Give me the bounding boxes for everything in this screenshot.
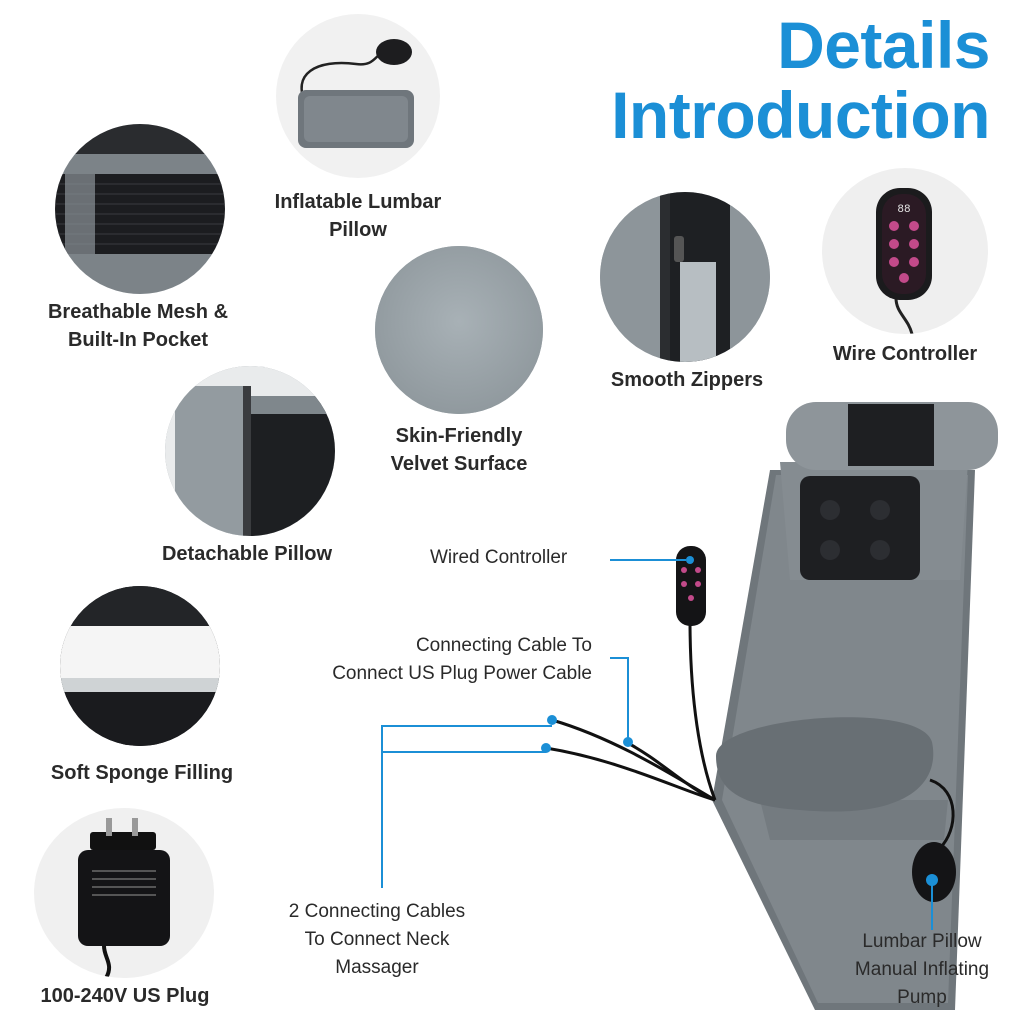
us-plug-adapter-image: [34, 808, 214, 978]
callout-connecting-cable: Connecting Cable To Connect US Plug Powe…: [332, 635, 592, 684]
inflatable-lumbar-pillow-image: [276, 14, 440, 178]
controller-display-readout: 88: [897, 204, 910, 216]
lumbar-pillow: [716, 717, 934, 812]
mat-mesh-pocket: [800, 476, 920, 580]
feature-caption-wire-controller: Wire Controller: [832, 343, 978, 365]
title-line-1: Details: [777, 8, 990, 82]
title-line-2: Introduction: [611, 78, 990, 152]
feature-caption-soft-sponge: Soft Sponge Filling: [50, 762, 234, 784]
detachable-pillow-image: [165, 366, 335, 536]
callout-neck-cables: 2 Connecting Cables To Connect Neck Mass…: [288, 901, 466, 978]
wire-controller-image: 88: [822, 168, 988, 334]
feature-caption-smooth-zippers: Smooth Zippers: [610, 369, 764, 391]
callout-wired-controller: Wired Controller: [430, 547, 568, 568]
feature-caption-breathable-mesh: Breathable Mesh & Built-In Pocket: [47, 301, 229, 351]
neck-pillow-mesh: [848, 404, 934, 466]
breathable-mesh-image: [55, 124, 225, 294]
page-title: Details Introduction: [611, 10, 990, 150]
feature-caption-velvet-surface: Skin-Friendly Velvet Surface: [390, 425, 528, 475]
feature-caption-detachable-pillow: Detachable Pillow: [161, 543, 333, 565]
feature-caption-us-plug: 100-240V US Plug: [40, 985, 210, 1007]
soft-sponge-filling-image: [60, 586, 220, 746]
velvet-surface-image: [375, 246, 543, 414]
feature-caption-inflatable-pillow: Inflatable Lumbar Pillow: [274, 191, 442, 241]
wired-controller: [676, 546, 706, 626]
inflating-pump-bulb: [912, 842, 956, 902]
callout-lumbar-pump: Lumbar Pillow Manual Inflating Pump: [854, 931, 990, 1008]
